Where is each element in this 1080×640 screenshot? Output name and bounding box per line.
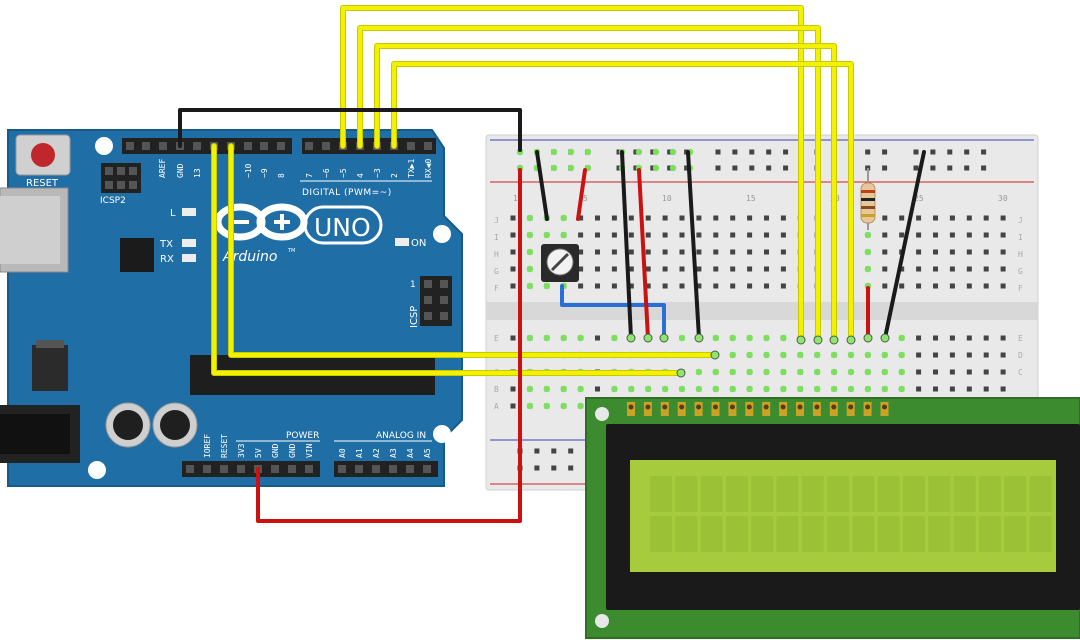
potentiometer-icon (541, 244, 579, 282)
lcd-mount-hole (595, 614, 609, 628)
bb-row-e-right: E (1018, 334, 1023, 343)
wire-red-jumper (576, 168, 587, 221)
wire-red-5v (256, 168, 522, 523)
icsp-header (420, 276, 452, 326)
bb-col-10: 10 (662, 194, 672, 203)
bb-row-i: I (494, 233, 499, 242)
digital-pin-label: RX◀0 (424, 159, 433, 178)
digital-pin-label: 4 (356, 173, 365, 178)
bb-row-e: E (494, 334, 499, 343)
analog-pin-label: A3 (389, 448, 398, 458)
power-pin-label: 5V (254, 448, 263, 458)
wire-black-jumper (686, 150, 701, 340)
mounting-hole (433, 425, 451, 443)
led-tx (182, 239, 196, 247)
led-rx-label: RX (160, 254, 174, 265)
bb-row-j: J (494, 216, 499, 225)
led-tx-label: TX (159, 239, 173, 250)
uno-label: UNO (314, 213, 371, 242)
digital-pin-label: 8 (277, 173, 286, 178)
wire-red-jumper (637, 168, 650, 340)
voltage-regulator (32, 345, 68, 391)
analog-label: ANALOG IN (376, 431, 426, 441)
power-label: POWER (286, 431, 319, 441)
power-pin-label: RESET (220, 434, 229, 458)
uno-badge (303, 205, 383, 245)
power-pin-label: 3V3 (237, 443, 246, 458)
bb-row-g: G (494, 267, 499, 276)
power-pin-label: IOREF (203, 434, 212, 458)
bb-row-c-right: C (1018, 368, 1023, 377)
wire-black-jumper (620, 150, 633, 340)
reset-button[interactable] (15, 134, 71, 176)
digital-pin-label: TX▶1 (407, 159, 416, 178)
digital-label: DIGITAL (PWM=~) (302, 188, 392, 198)
bb-row-d-right: D (1018, 351, 1023, 360)
wire-black-gnd (178, 108, 522, 152)
bb-row-i-right: I (1018, 233, 1023, 242)
bb-col-30: 30 (998, 194, 1008, 203)
capacitor (105, 402, 151, 448)
bb-col-15: 15 (746, 194, 756, 203)
digital-pin-label: ~5 (339, 168, 348, 178)
reset-label: RESET (26, 178, 59, 189)
digital-pin-label: ~3 (373, 168, 382, 178)
capacitor (152, 402, 198, 448)
analog-pin-label: A0 (338, 448, 347, 458)
mounting-hole (88, 461, 106, 479)
lcd-16x2-display (585, 397, 1080, 639)
digital-pin-label: GND (176, 163, 185, 178)
tm-label: TM (287, 248, 295, 254)
power-pin-label: GND (288, 443, 297, 458)
led-on-label: ON (411, 238, 426, 249)
bb-row-j-right: J (1018, 216, 1023, 225)
led-rx (182, 254, 196, 262)
digital-pin-label: ~9 (260, 168, 269, 178)
digital-pin-label: 13 (193, 168, 202, 178)
icsp2-header (101, 163, 141, 193)
bb-row-a: A (494, 402, 499, 411)
led-l-label: L (170, 208, 176, 219)
analog-pin-label: A2 (372, 448, 381, 458)
analog-header (334, 461, 438, 477)
digital-header-right (302, 138, 436, 154)
digital-pin-label: ~6 (322, 168, 331, 178)
bb-row-h-right: H (1018, 250, 1023, 259)
analog-pin-label: A5 (423, 448, 432, 458)
bb-col-5: 5 (583, 194, 588, 203)
lcd-mount-hole (595, 407, 609, 421)
analog-pin-label: A4 (406, 448, 415, 458)
mounting-hole (433, 225, 451, 243)
bb-row-h: H (494, 250, 499, 259)
led-l (182, 208, 196, 216)
digital-pin-label: 7 (305, 173, 314, 178)
wire-black-jumper (535, 150, 549, 221)
bb-row-f: F (494, 284, 499, 293)
icsp-label: ICSP (409, 306, 420, 328)
wire-blue (560, 284, 666, 340)
bb-row-b: B (494, 385, 499, 394)
resistor-icon (860, 168, 876, 230)
bb-col-1: 1 (513, 194, 518, 203)
icsp-pin1-label: 1 (410, 280, 416, 290)
bb-row-g-right: G (1018, 267, 1023, 276)
usb-chip (120, 238, 154, 272)
analog-pin-label: A1 (355, 448, 364, 458)
power-pin-label: GND (271, 443, 280, 458)
digital-pin-label: AREF (158, 159, 167, 178)
brand-label: Arduino (222, 249, 277, 265)
power-pin-label: VIN (305, 443, 314, 458)
led-on (395, 238, 409, 246)
bb-row-f-right: F (1018, 284, 1023, 293)
power-header (182, 461, 320, 477)
mounting-hole (95, 137, 113, 155)
icsp2-label: ICSP2 (100, 196, 126, 206)
wire-black-jumper (883, 150, 926, 340)
digital-pin-label: 2 (390, 173, 399, 178)
bb-col-25: 25 (914, 194, 924, 203)
digital-pin-label: ~10 (244, 163, 253, 178)
